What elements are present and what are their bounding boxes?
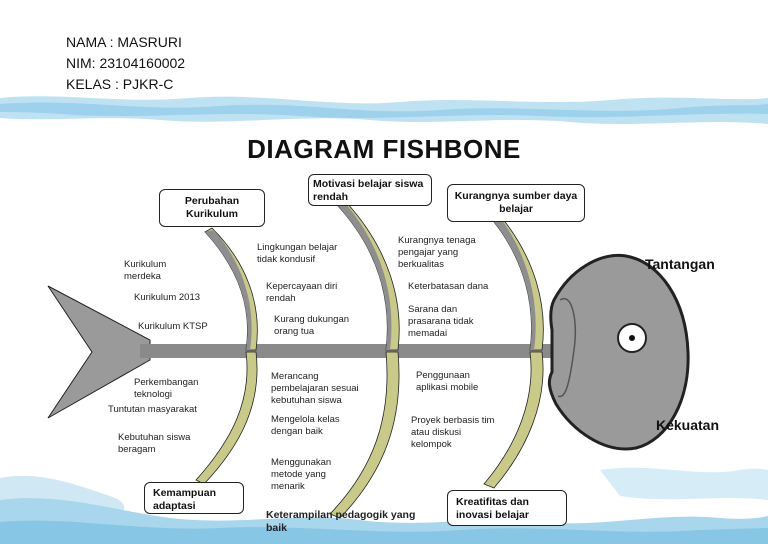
category-motivasi-belajar: Motivasi belajar siswa rendah <box>308 174 432 206</box>
top-ribs <box>204 201 544 351</box>
cause-mengelola-kelas: Mengelola kelas dengan baik <box>271 414 340 437</box>
fish-tail <box>47 285 151 419</box>
category-sumber-daya: Kurangnya sumber daya belajar <box>447 184 585 222</box>
fish-head <box>547 253 690 451</box>
label-kekuatan: Kekuatan <box>656 417 720 433</box>
bottom-ribs <box>195 351 544 519</box>
cause-kebutuhan-siswa: Kebutuhan siswa beragam <box>118 432 191 455</box>
cause-kurikulum-merdeka: Kurikulum merdeka <box>124 259 167 282</box>
category-kemampuan-adaptasi: Kemampuan adaptasi <box>144 482 244 514</box>
fish-spine <box>140 344 560 358</box>
cause-kurikulum-2013: Kurikulum 2013 <box>134 292 201 303</box>
cause-kepercayaan-diri: Kepercayaan diri rendah <box>266 281 338 304</box>
cause-kurikulum-ktsp: Kurikulum KTSP <box>138 321 208 332</box>
category-perubahan-kurikulum: Perubahan Kurikulum <box>159 189 265 227</box>
cause-keterbatasan-dana: Keterbatasan dana <box>408 281 489 292</box>
student-nim: NIM: 23104160002 <box>66 55 186 71</box>
student-class: KELAS : PJKR-C <box>66 76 174 92</box>
cause-dukungan-orang-tua: Kurang dukungan orang tua <box>274 314 350 337</box>
cause-lingkungan-belajar: Lingkungan belajar tidak kondusif <box>257 242 338 265</box>
cause-merancang-pembelajaran: Merancang pembelajaran sesuai kebutuhan … <box>271 371 359 406</box>
cause-perkembangan-teknologi: Perkembangan teknologi <box>134 377 199 400</box>
cause-aplikasi-mobile: Penggunaan aplikasi mobile <box>416 370 479 393</box>
cause-proyek-berbasis-tim: Proyek berbasis tim atau diskusi kelompo… <box>411 415 495 450</box>
student-name: NAMA : MASRURI <box>66 34 182 50</box>
cause-tuntutan-masyarakat: Tuntutan masyarakat <box>108 404 197 415</box>
category-keterampilan-pedagogik: Keterampilan pedagogik yang baik <box>266 509 416 534</box>
cause-tenaga-pengajar: Kurangnya tenaga pengajar yang berkualit… <box>398 235 476 270</box>
cause-sarana-prasarana: Sarana dan prasarana tidak memadai <box>408 304 474 339</box>
top-wave <box>0 96 768 124</box>
cause-metode-menarik: Menggunakan metode yang menarik <box>271 457 332 492</box>
page-title: DIAGRAM FISHBONE <box>247 134 521 164</box>
bottom-wave <box>0 467 768 544</box>
category-kreatifitas-inovasi: Kreatifitas dan inovasi belajar <box>447 490 567 526</box>
label-tantangan: Tantangan <box>645 256 715 272</box>
